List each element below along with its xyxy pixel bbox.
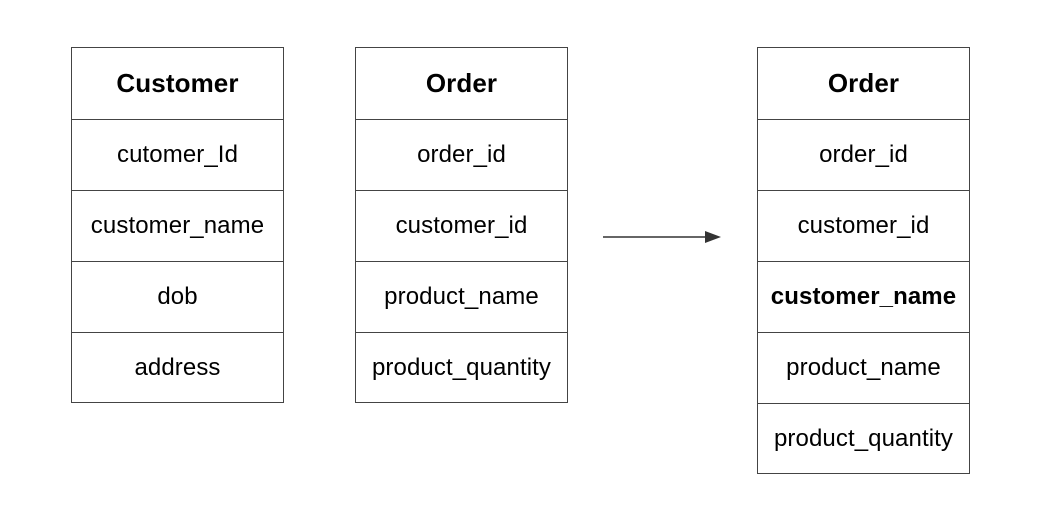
field-customer-id: customer_id	[758, 190, 969, 261]
entity-title: Customer	[116, 68, 239, 98]
field-customer-id: customer_id	[356, 190, 567, 261]
customer-entity-table: Customer cutomer_Id customer_name dob ad…	[71, 47, 284, 403]
field-customer-id: cutomer_Id	[72, 119, 283, 190]
order-entity-table-before: Order order_id customer_id product_name …	[355, 47, 568, 403]
entity-title: Order	[827, 68, 900, 98]
field-product-name: product_name	[758, 332, 969, 403]
field-customer-name-added: customer_name	[758, 261, 969, 332]
field-order-id: order_id	[356, 119, 567, 190]
transform-arrow-icon	[603, 231, 721, 243]
order-entity-table-after: Order order_id customer_id customer_name…	[757, 47, 970, 474]
field-customer-name: customer_name	[72, 190, 283, 261]
field-product-quantity: product_quantity	[758, 403, 969, 474]
field-product-name: product_name	[356, 261, 567, 332]
entity-title: Order	[425, 68, 498, 98]
field-dob: dob	[72, 261, 283, 332]
field-address: address	[72, 332, 283, 403]
field-order-id: order_id	[758, 119, 969, 190]
field-product-quantity: product_quantity	[356, 332, 567, 403]
arrow-head	[705, 231, 721, 243]
